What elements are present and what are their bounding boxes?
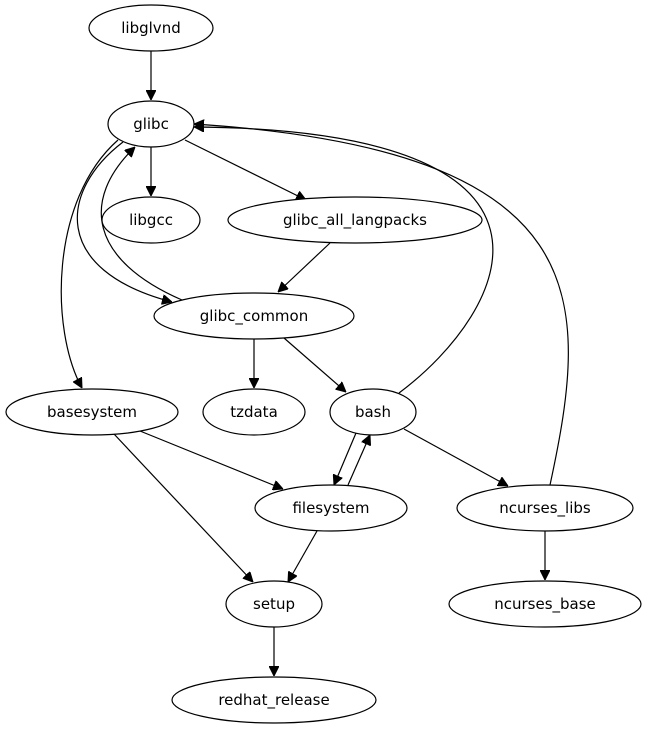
edge-line xyxy=(76,141,172,302)
node-label: glibc_all_langpacks xyxy=(283,211,427,230)
node-ellipse xyxy=(254,484,408,532)
node-label: glibc xyxy=(133,115,169,133)
edge-line xyxy=(194,124,569,486)
edge-ncurses_libs-to-glibc xyxy=(194,124,569,486)
node-glibc[interactable]: glibc xyxy=(107,100,195,148)
edge-glibc_common-to-glibc xyxy=(100,147,183,301)
edge-filesystem-to-setup xyxy=(288,530,318,582)
edge-bash-to-glibc xyxy=(194,127,494,394)
edge-bash-to-filesystem xyxy=(334,432,357,485)
node-tzdata[interactable]: tzdata xyxy=(202,388,306,436)
edge-line xyxy=(139,430,283,489)
node-label: basesystem xyxy=(47,403,137,421)
edge-line xyxy=(113,433,253,582)
edge-line xyxy=(347,435,370,486)
node-basesystem[interactable]: basesystem xyxy=(5,388,179,436)
node-label: filesystem xyxy=(292,499,369,517)
node-ncurses-base[interactable]: ncurses_base xyxy=(448,580,642,628)
node-ellipse xyxy=(456,484,634,532)
edge-glibc-to-basesystem xyxy=(60,139,119,388)
edge-line xyxy=(278,242,331,292)
node-glibc-all-langpacks[interactable]: glibc_all_langpacks xyxy=(227,196,483,244)
node-label: setup xyxy=(253,595,295,613)
node-libglvnd[interactable]: libglvnd xyxy=(88,4,214,52)
edge-bash-to-ncurses_libs xyxy=(403,428,508,486)
edge-glibc-to-glibc_common xyxy=(76,141,172,302)
edge-line xyxy=(403,428,508,486)
node-ellipse xyxy=(5,388,179,436)
edge-line xyxy=(283,337,346,392)
edge-line xyxy=(194,127,494,394)
edge-line xyxy=(60,139,119,388)
edge-line xyxy=(100,147,183,301)
node-ellipse xyxy=(202,388,306,436)
node-label: redhat_release xyxy=(218,691,329,710)
node-ellipse xyxy=(153,292,355,340)
node-ellipse xyxy=(225,580,323,628)
node-label: libglvnd xyxy=(121,19,180,37)
node-filesystem[interactable]: filesystem xyxy=(254,484,408,532)
node-ellipse xyxy=(448,580,642,628)
node-label: tzdata xyxy=(230,403,278,421)
edge-line xyxy=(288,530,318,582)
node-ellipse xyxy=(88,4,214,52)
node-ellipse xyxy=(227,196,483,244)
node-label: ncurses_base xyxy=(494,595,596,614)
edge-line xyxy=(184,139,306,200)
edge-basesystem-to-setup xyxy=(113,433,253,582)
edge-glibc_common-to-bash xyxy=(283,337,346,392)
edge-glibc_all_langpacks-to-glibc_common xyxy=(278,242,331,292)
node-label: glibc_common xyxy=(200,307,308,326)
node-libgcc[interactable]: libgcc xyxy=(101,196,201,244)
edge-line xyxy=(334,432,357,485)
edges-layer xyxy=(60,51,569,676)
node-label: ncurses_libs xyxy=(499,499,591,518)
node-ellipse xyxy=(329,388,417,436)
node-glibc-common[interactable]: glibc_common xyxy=(153,292,355,340)
node-bash[interactable]: bash xyxy=(329,388,417,436)
node-ncurses-libs[interactable]: ncurses_libs xyxy=(456,484,634,532)
node-label: libgcc xyxy=(129,211,173,229)
edge-basesystem-to-filesystem xyxy=(139,430,283,489)
node-ellipse xyxy=(107,100,195,148)
edge-filesystem-to-bash xyxy=(347,435,370,486)
node-setup[interactable]: setup xyxy=(225,580,323,628)
nodes-layer: libglvnd glibc libgcc glibc_all_langpacksgl… xyxy=(5,4,642,724)
node-ellipse xyxy=(171,676,377,724)
edge-glibc-to-glibc_all_langpacks xyxy=(184,139,306,200)
node-label: bash xyxy=(355,403,391,421)
node-ellipse xyxy=(101,196,201,244)
node-redhat-release[interactable]: redhat_release xyxy=(171,676,377,724)
